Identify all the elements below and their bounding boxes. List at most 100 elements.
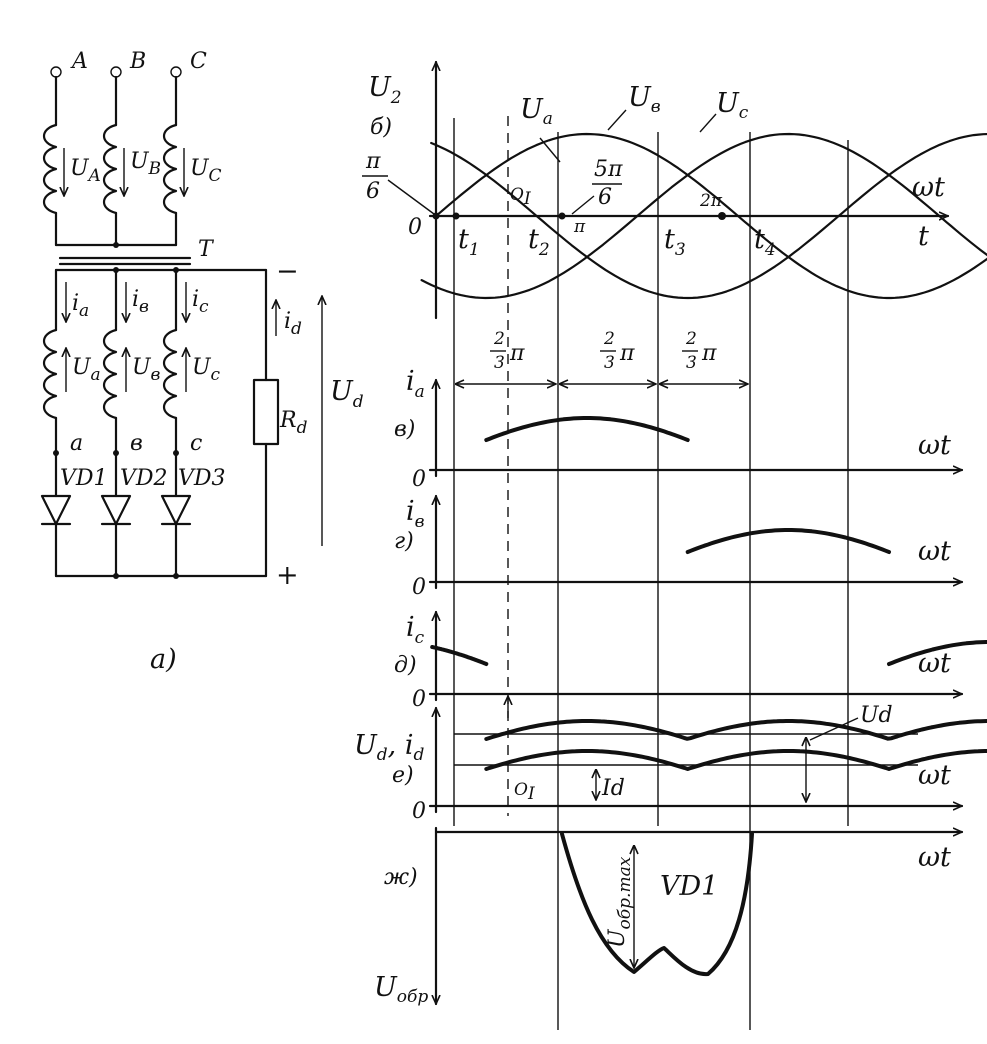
terminal-label-a: A [70, 49, 88, 74]
time-label-t2: t2 [528, 224, 550, 260]
svg-text:5π: 5π [594, 157, 623, 182]
axis-label-udid: Ud, id [354, 730, 424, 765]
axis-label-ib: iв [406, 496, 425, 532]
plot-label-b: б) [370, 115, 392, 140]
curve-ud [484, 719, 987, 741]
point-pi: π [573, 217, 586, 237]
primary-winding-b [102, 75, 118, 247]
diode-label-vd3: VD3 [178, 466, 226, 491]
curve-label-uc: Uc [716, 88, 749, 123]
transformer-label: T [198, 237, 215, 262]
terminal-a-icon [50, 66, 62, 78]
plot-label-d: д) [394, 653, 417, 678]
interval-markers: 2 3 π 2 3 π 2 3 π [456, 329, 748, 384]
axis-label-wt-v: ωt [918, 430, 951, 461]
secondary-winding-b [102, 268, 118, 498]
interval-label-2: 2 3 π [600, 329, 635, 373]
load-resistor-icon [252, 378, 280, 446]
svg-text:3: 3 [604, 353, 615, 373]
svg-text:6: 6 [366, 179, 380, 204]
origin-label-b: 0 [408, 215, 422, 240]
voltage-label-ub: UB [130, 149, 161, 179]
voltage-label-sec-c: Uc [192, 355, 221, 385]
axis-label-u2: U2 [368, 72, 402, 108]
label-vd1: VD1 [660, 871, 718, 902]
current-label-ib: iв [132, 287, 149, 317]
curve-ib [685, 528, 891, 554]
axis-label-wt: ωt [912, 172, 945, 203]
caption-a: а) [150, 644, 177, 675]
axis-label-uobr: Uобр [374, 972, 428, 1007]
waveform-diagram: U2 б) ωt t 0 Ua Uв Uc π 6 OI π 2π [354, 60, 987, 1030]
voltage-label-sec-b: Uв [132, 355, 161, 385]
plot-g: iв г) 0 ωt [394, 494, 964, 600]
point-o1: OI [510, 185, 531, 209]
fraction-pi-6: π 6 [362, 149, 435, 215]
curve-label-ua: Ua [520, 94, 553, 129]
voltage-label-ua: UA [70, 156, 101, 186]
label-ud: Ud [860, 703, 893, 728]
terminal-label-c: C [190, 49, 207, 74]
plot-label-v: в) [394, 417, 415, 442]
curve-reverse-voltage [560, 832, 754, 977]
plot-v: ia в) 0 ωt [394, 366, 964, 492]
secondary-winding-c [162, 268, 178, 498]
svg-text:π: π [619, 341, 635, 366]
axis-label-wt-e: ωt [918, 760, 951, 791]
curve-ub [420, 132, 987, 300]
svg-text:2: 2 [685, 329, 697, 349]
svg-text:2: 2 [493, 329, 505, 349]
plot-d: ic д) 0 ωt [394, 610, 987, 712]
curve-ia [484, 416, 690, 442]
current-label-ic: ic [192, 287, 209, 317]
curve-ua [434, 132, 987, 300]
node-label-a: a [70, 431, 83, 456]
fraction-5pi-6: 5π 6 [571, 157, 623, 215]
origin-label-v: 0 [412, 467, 426, 492]
output-voltage-label: Ud [330, 376, 364, 412]
point-2pi: 2π [699, 191, 723, 211]
plot-zh: ωt ж) VD1 Uобр.max Uобр [374, 826, 964, 1007]
diode-vd1-icon [40, 494, 72, 578]
svg-text:3: 3 [494, 353, 505, 373]
time-label-t3: t3 [664, 224, 686, 260]
primary-winding-c [162, 75, 178, 247]
voltage-label-uc: UC [190, 156, 222, 186]
node-label-c: c [190, 431, 202, 456]
secondary-winding-a [42, 268, 58, 498]
curve-ic [430, 640, 987, 666]
svg-text:2: 2 [603, 329, 615, 349]
interval-label-1: 2 3 π [490, 329, 525, 373]
plot-label-e: е) [392, 763, 414, 788]
plot-e: Ud, id е) 0 ωt Ud Id OI [354, 696, 987, 824]
origin-label-g: 0 [412, 575, 426, 600]
svg-text:π: π [701, 341, 717, 366]
diode-label-vd1: VD1 [60, 466, 108, 491]
terminal-label-b: B [129, 49, 146, 74]
curve-label-ub: Uв [628, 82, 661, 117]
svg-text:3: 3 [686, 353, 697, 373]
plus-label: + [276, 560, 299, 591]
axis-label-ia: ia [406, 366, 425, 402]
interval-label-3: 2 3 π [682, 329, 717, 373]
axis-label-ic: ic [406, 612, 425, 648]
curve-id [484, 749, 987, 771]
plot-label-zh: ж) [384, 865, 418, 890]
voltage-label-sec-a: Ua [72, 355, 101, 385]
origin-label-e: 0 [412, 799, 426, 824]
diode-vd2-icon [100, 494, 132, 578]
plot-label-g: г) [394, 529, 414, 554]
time-markers [453, 116, 849, 1030]
origin-label-d: 0 [412, 687, 426, 712]
time-label-t4: t4 [754, 224, 776, 260]
axis-label-wt-d: ωt [918, 648, 951, 679]
resistor-label: Rd [279, 408, 308, 438]
label-umax: Uобр.max [605, 856, 635, 948]
curve-uc [430, 132, 987, 300]
minus-label: − [276, 256, 299, 287]
terminal-c-icon [170, 66, 182, 78]
time-label-t1: t1 [458, 224, 480, 260]
label-id: Id [601, 776, 625, 801]
axis-label-wt-g: ωt [918, 536, 951, 567]
